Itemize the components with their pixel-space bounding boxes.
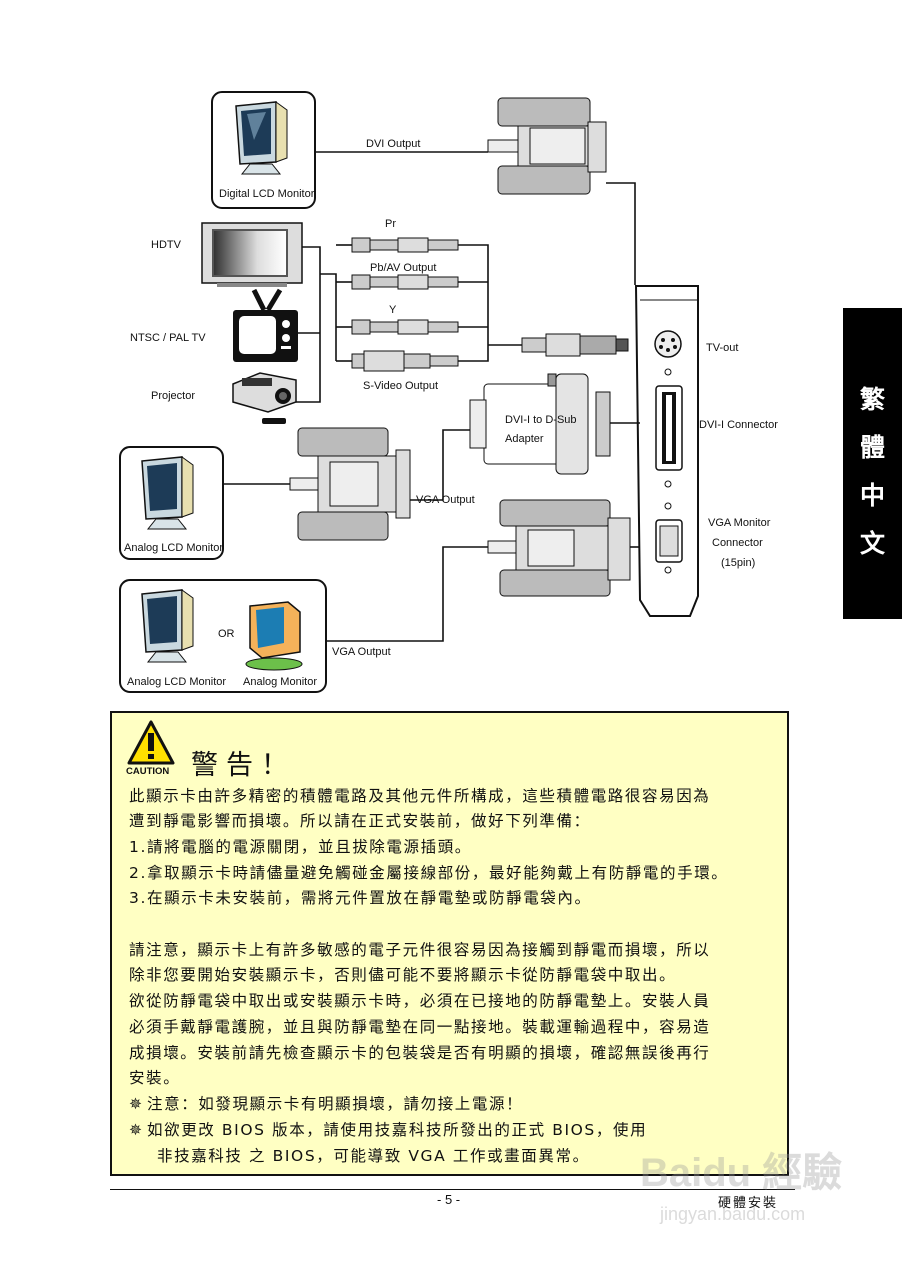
svideo-plug	[521, 333, 629, 357]
vga-connector-mid	[289, 427, 411, 541]
dvi-connector-top	[487, 97, 607, 195]
rca-cables	[351, 237, 459, 372]
vga-monitor-connector-label-2: Connector	[712, 537, 763, 549]
caution-line: 此顯示卡由許多精密的積體電路及其他元件所構成，這些積體電路很容易因為	[129, 787, 711, 805]
side-tab-char: 中	[859, 481, 885, 510]
projector-icon	[232, 372, 297, 424]
digital-lcd-monitor-label: Digital LCD Monitor	[219, 188, 315, 200]
watermark-brand: Baidu 經驗	[640, 1151, 843, 1195]
bomb-bullet-icon: ✵	[129, 1121, 144, 1139]
crt-tv-icon	[233, 288, 298, 362]
connection-diagram	[119, 91, 699, 693]
caution-line: 安裝。	[129, 1069, 181, 1087]
language-side-tab: 繁 體 中 文	[843, 308, 902, 619]
dvi-output-label: DVI Output	[366, 138, 421, 150]
side-tab-char: 繁	[859, 385, 885, 414]
side-tab-char: 文	[859, 529, 885, 558]
caution-icon-label: CAUTION	[126, 766, 170, 777]
card-bracket	[634, 285, 699, 617]
caution-note-1-text: 注意：如發現顯示卡有明顯損壞，請勿接上電源！	[147, 1095, 524, 1113]
analog-monitor-label: Analog Monitor	[243, 676, 317, 688]
ntsc-pal-tv-label: NTSC / PAL TV	[130, 332, 206, 344]
baidu-watermark: Baidu 經驗 jingyan.baidu.com	[640, 1140, 870, 1240]
hdtv-icon	[201, 222, 303, 287]
caution-note-1: ✵注意：如發現顯示卡有明顯損壞，請勿接上電源！	[129, 1092, 523, 1114]
caution-line: 遭到靜電影響而損壞。所以請在正式安裝前，做好下列準備：	[129, 812, 591, 830]
vga-monitor-connector-label-1: VGA Monitor	[708, 517, 771, 529]
adapter-label-line1: DVI-I to D-Sub	[505, 414, 577, 426]
analog-lcd-monitor-icon	[141, 456, 194, 530]
digital-lcd-monitor-icon	[235, 101, 288, 175]
bomb-bullet-icon: ✵	[129, 1095, 144, 1113]
caution-note-2-text: 如欲更改 BIOS 版本，請使用技嘉科技所發出的正式 BIOS，使用	[147, 1121, 648, 1139]
vga-monitor-connector-label-3: (15pin)	[721, 557, 756, 569]
section-title: 硬體安裝	[718, 1196, 779, 1211]
caution-line: 3.在顯示卡未安裝前，需將元件置放在靜電墊或防靜電袋內。	[129, 889, 592, 907]
hdtv-label: HDTV	[151, 239, 181, 251]
caution-note-2: ✵如欲更改 BIOS 版本，請使用技嘉科技所發出的正式 BIOS，使用	[129, 1118, 647, 1140]
caution-line: 除非您要開始安裝顯示卡，否則儘可能不要將顯示卡從防靜電袋中取出。	[129, 966, 677, 984]
caution-line: 成損壞。安裝前請先檢查顯示卡的包裝袋是否有明顯的損壞，確認無誤後再行	[129, 1044, 711, 1062]
caution-line: 欲從防靜電袋中取出或安裝顯示卡時，必須在已接地的防靜電墊上。安裝人員	[129, 992, 711, 1010]
caution-line: 2.拿取顯示卡時請儘量避免觸碰金屬接線部份，最好能夠戴上有防靜電的手環。	[129, 864, 729, 882]
page-number: - 5 -	[437, 1192, 461, 1207]
adapter-label-line2: Adapter	[505, 433, 544, 445]
projector-label: Projector	[151, 390, 196, 402]
analog-lcd-monitor-label-1: Analog LCD Monitor	[124, 542, 224, 554]
side-tab-char: 體	[859, 433, 885, 462]
caution-triangle-icon	[127, 720, 175, 765]
pr-label: Pr	[385, 218, 396, 230]
caution-line: 請注意，顯示卡上有許多敏感的電子元件很容易因為接觸到靜電而損壞，所以	[129, 941, 711, 959]
caution-note-2-cont: 非技嘉科技 之 BIOS，可能導致 VGA 工作或畫面異常。	[157, 1147, 590, 1165]
y-label: Y	[389, 304, 397, 316]
watermark-url: jingyan.baidu.com	[660, 1204, 806, 1224]
vga-output-label-2: VGA Output	[332, 646, 391, 658]
caution-box: CAUTION 警告！ 此顯示卡由許多精密的積體電路及其他元件所構成，這些積體電…	[110, 711, 789, 1176]
analog-lcd-monitor-label-2: Analog LCD Monitor	[127, 676, 227, 688]
dvi-to-dsub-adapter	[469, 373, 611, 475]
caution-line: 1.請將電腦的電源關閉，並且拔除電源插頭。	[129, 838, 472, 856]
caution-title: 警告！	[191, 750, 296, 781]
s-video-output-label: S-Video Output	[363, 380, 439, 392]
caution-line: 必須手戴靜電護腕，並且與防靜電墊在同一點接地。裝載運輸過程中，容易造	[129, 1018, 711, 1036]
or-label: OR	[218, 628, 235, 640]
tv-out-label: TV-out	[706, 342, 739, 354]
dvi-i-connector-label: DVI-I Connector	[699, 419, 778, 431]
vga-connector-bottom	[487, 499, 631, 597]
pb-av-output-label: Pb/AV Output	[370, 262, 437, 274]
analog-crt-monitor-icon	[245, 601, 303, 671]
vga-output-label-1: VGA Output	[416, 494, 475, 506]
footer-rule	[110, 1189, 795, 1190]
analog-lcd-monitor-icon-2	[141, 589, 194, 663]
